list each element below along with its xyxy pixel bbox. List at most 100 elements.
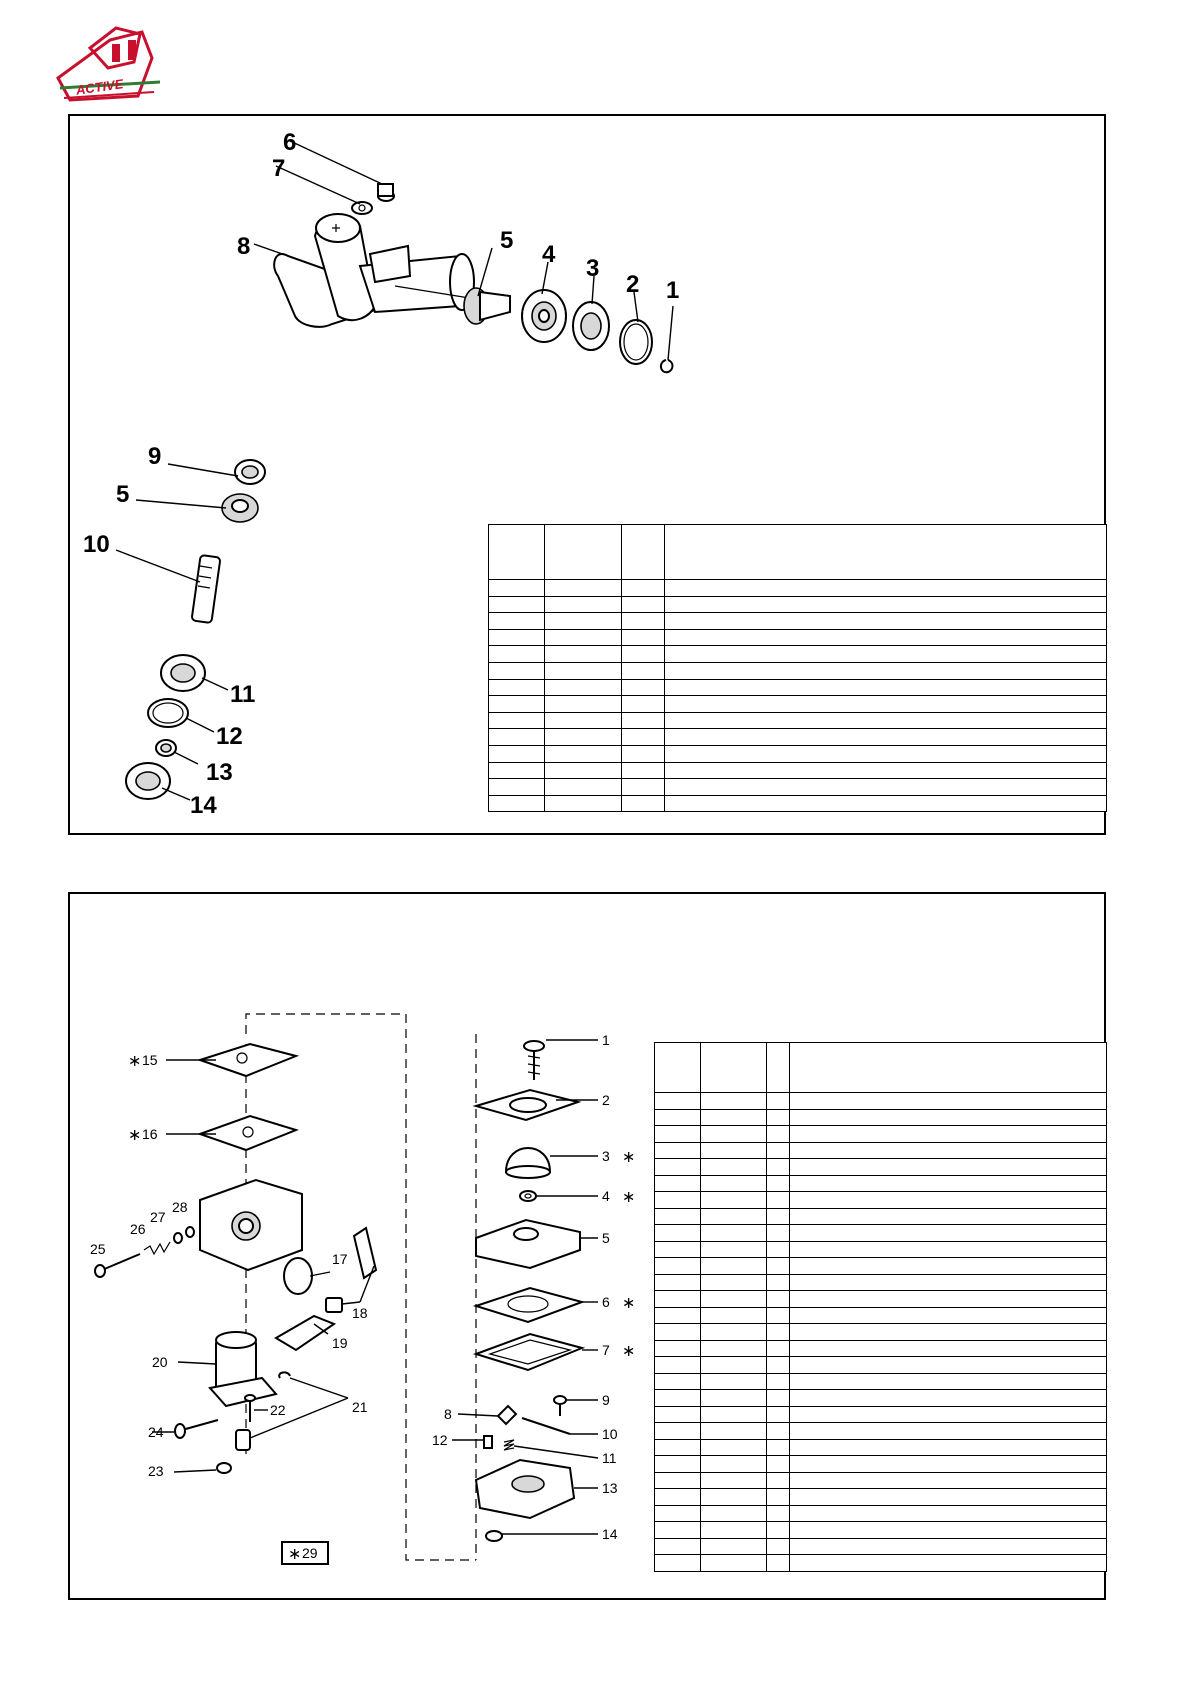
table-cell	[621, 645, 665, 663]
kit-29-box	[281, 1541, 329, 1565]
table-cell	[488, 579, 545, 597]
carb-callout-20: 20	[152, 1354, 168, 1370]
carb-callout-26: 26	[130, 1221, 146, 1237]
table-cell	[664, 612, 1107, 630]
table-row	[654, 1207, 1107, 1225]
table-cell	[700, 1339, 767, 1357]
carb-callout-27: 27	[150, 1209, 166, 1225]
washer-4	[519, 1190, 537, 1202]
table-cell	[789, 1521, 1107, 1539]
gasket-16	[197, 1114, 300, 1152]
table-row	[654, 1191, 1107, 1209]
plate-19	[274, 1314, 337, 1352]
table-cell	[766, 1141, 790, 1159]
table-cell	[654, 1372, 701, 1390]
table-cell	[789, 1537, 1107, 1555]
table-cell	[664, 761, 1107, 780]
table-cell	[766, 1108, 790, 1126]
carb-callout-25: 25	[90, 1241, 106, 1257]
table-row	[654, 1257, 1107, 1275]
table-cell	[654, 1158, 701, 1176]
table-cell	[700, 1125, 767, 1143]
carb-callout-23: 23	[148, 1463, 164, 1479]
table-cell	[700, 1257, 767, 1275]
table-cell	[664, 794, 1107, 813]
screw-9	[553, 1395, 567, 1416]
table-cell	[654, 1174, 701, 1192]
active-logo: ACTIVE	[56, 26, 161, 102]
gasket-plate-2	[472, 1088, 582, 1122]
drive-shaft-10	[191, 554, 221, 624]
table-header-row	[488, 524, 1107, 580]
table-cell	[700, 1323, 767, 1341]
table-row	[488, 794, 1107, 813]
table-cell	[654, 1405, 701, 1423]
table-row	[654, 1290, 1107, 1308]
table-cell	[789, 1290, 1107, 1308]
table-cell	[766, 1372, 790, 1390]
table-cell	[766, 1207, 790, 1225]
table-cell	[654, 1306, 701, 1324]
bearing-3	[572, 301, 610, 351]
callout-5: 5	[500, 227, 513, 254]
star-7: ∗	[622, 1343, 635, 1360]
table-cell	[789, 1174, 1107, 1192]
carb-callout-24: 24	[148, 1424, 164, 1440]
table-row	[654, 1455, 1107, 1473]
table-cell	[544, 794, 622, 813]
table-cell	[789, 1488, 1107, 1506]
bearing-11	[160, 654, 206, 692]
table-cell	[654, 1191, 701, 1209]
carb-callout-22: 22	[270, 1402, 286, 1418]
table-cell	[789, 1092, 1107, 1110]
table-cell	[544, 661, 622, 680]
table-cell	[654, 1323, 701, 1341]
nut-23	[216, 1462, 232, 1474]
table-cell	[789, 1141, 1107, 1159]
washer-27	[173, 1232, 183, 1244]
header-cell	[621, 524, 665, 580]
carburetor-table-body	[654, 1092, 1107, 1572]
table-cell	[544, 778, 622, 796]
table-cell	[789, 1554, 1107, 1572]
gasket-7	[472, 1332, 586, 1372]
table-cell	[700, 1092, 767, 1110]
table-cell	[488, 711, 545, 730]
carb-callout-29: 29	[302, 1545, 318, 1561]
carb-callout-9: 9	[602, 1392, 610, 1408]
table-cell	[654, 1240, 701, 1258]
table-cell	[664, 661, 1107, 680]
table-cell	[700, 1207, 767, 1225]
table-cell	[789, 1125, 1107, 1143]
table-cell	[766, 1389, 790, 1407]
carburetor-panel: 1 2 3 4 5 6 7 8 9 10 11 12 13 14 ∗ ∗ ∗ ∗…	[68, 892, 1107, 1600]
table-row	[488, 695, 1107, 713]
table-row	[654, 1141, 1107, 1159]
table-row	[488, 761, 1107, 780]
star-29: ∗	[288, 1546, 301, 1563]
diaphragm-6	[472, 1286, 586, 1324]
table-row	[654, 1108, 1107, 1126]
fitting-18	[325, 1226, 378, 1313]
table-header-row	[654, 1042, 1107, 1093]
table-row	[654, 1537, 1107, 1555]
callout-5b: 5	[116, 481, 129, 508]
table-cell	[664, 579, 1107, 597]
table-cell	[700, 1290, 767, 1308]
table-cell	[654, 1504, 701, 1522]
table-cell	[700, 1554, 767, 1572]
carb-callout-2: 2	[602, 1092, 610, 1108]
table-row	[654, 1158, 1107, 1176]
table-cell	[700, 1141, 767, 1159]
gearbox-table-body	[488, 579, 1107, 813]
screw-1	[523, 1040, 545, 1080]
table-cell	[621, 678, 665, 697]
table-cell	[654, 1521, 701, 1539]
table-cell	[544, 645, 622, 663]
table-cell	[654, 1356, 701, 1374]
table-cell	[621, 778, 665, 796]
table-cell	[488, 628, 545, 647]
table-cell	[654, 1273, 701, 1291]
pin-10	[521, 1417, 571, 1435]
table-cell	[664, 711, 1107, 730]
